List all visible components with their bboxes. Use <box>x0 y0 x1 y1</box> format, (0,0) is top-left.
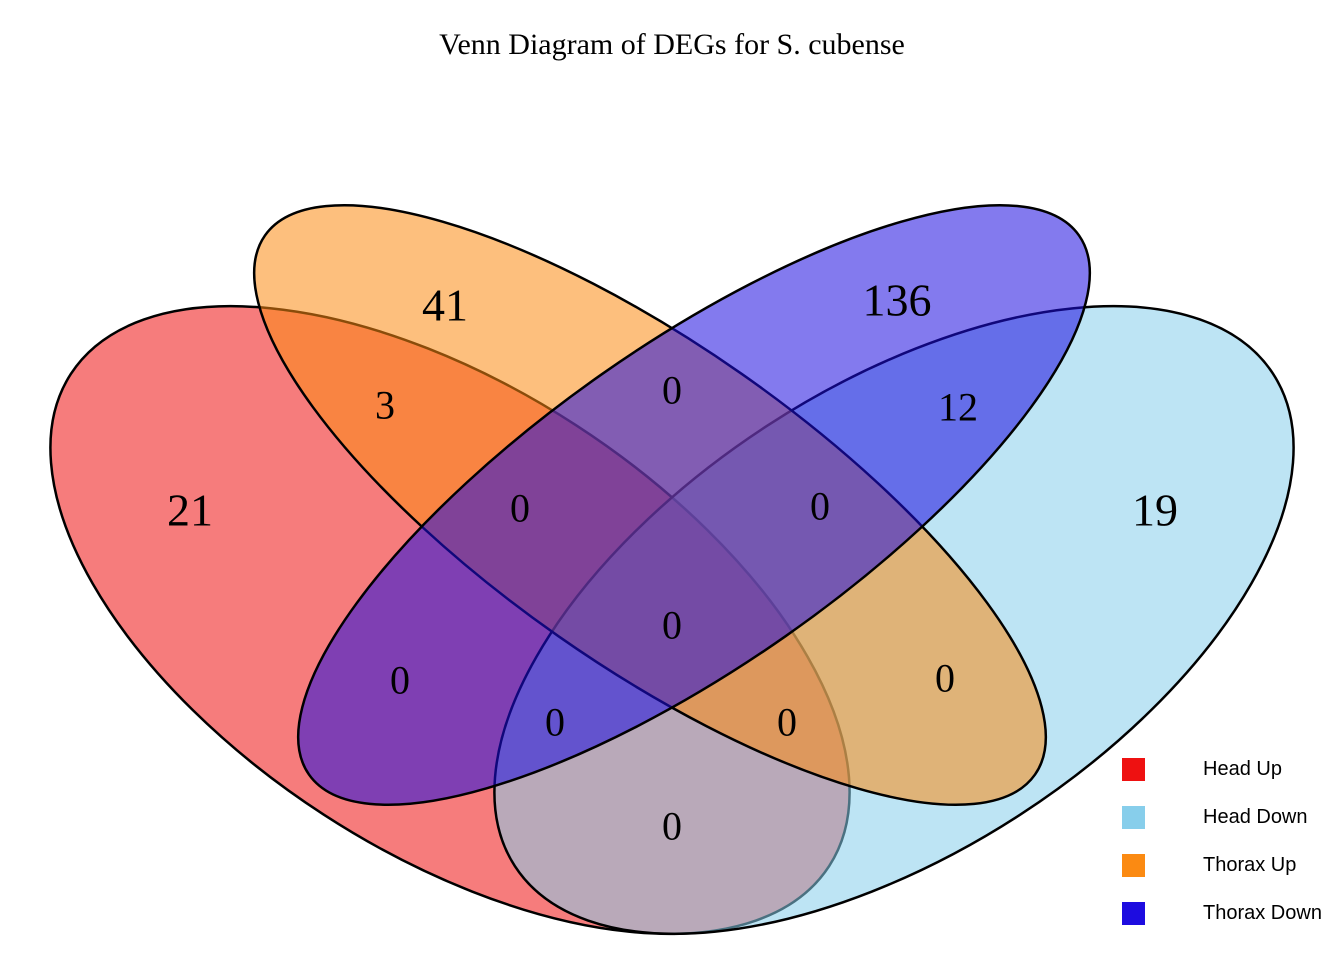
legend-label-thorax-up: Thorax Up <box>1203 853 1297 876</box>
count-thorax-down-only: 136 <box>863 275 932 326</box>
legend-swatch-thorax-up <box>1122 853 1145 877</box>
count-head-up-only: 21 <box>167 485 213 536</box>
legend-label-thorax-down: Thorax Down <box>1203 901 1322 924</box>
count-headup-thoraxup: 3 <box>375 383 395 428</box>
ellipse-thorax-down <box>296 203 1092 807</box>
legend-swatch-thorax-down <box>1122 901 1145 925</box>
count-headup-headdown-thoraxup: 0 <box>777 700 797 745</box>
legend: Head Up Head Down Thorax Up Thorax Down <box>1122 752 1322 944</box>
legend-label-head-up: Head Up <box>1203 757 1282 780</box>
count-thoraxup-thoraxdown: 0 <box>662 368 682 413</box>
count-headdown-thoraxdown: 12 <box>938 385 978 430</box>
count-headdown-thoraxup: 0 <box>935 656 955 701</box>
count-headdown-thoraxup-thoraxdown: 0 <box>810 484 830 529</box>
legend-swatch-head-down <box>1122 805 1145 829</box>
chart-title: Venn Diagram of DEGs for S. cubense <box>439 28 905 61</box>
legend-swatch-head-up <box>1122 757 1145 781</box>
count-all-four: 0 <box>662 603 682 648</box>
count-head-down-only: 19 <box>1132 485 1178 536</box>
count-headup-headdown-thoraxdown: 0 <box>545 700 565 745</box>
legend-label-head-down: Head Down <box>1203 805 1308 828</box>
count-headup-thoraxup-thoraxdown: 0 <box>510 486 530 531</box>
count-thorax-up-only: 41 <box>422 280 468 331</box>
legend-item-head-up: Head Up <box>1122 752 1322 786</box>
legend-item-head-down: Head Down <box>1122 800 1322 834</box>
count-headup-thoraxdown: 0 <box>390 658 410 703</box>
count-headup-headdown: 0 <box>662 804 682 849</box>
legend-item-thorax-down: Thorax Down <box>1122 896 1322 930</box>
legend-item-thorax-up: Thorax Up <box>1122 848 1322 882</box>
